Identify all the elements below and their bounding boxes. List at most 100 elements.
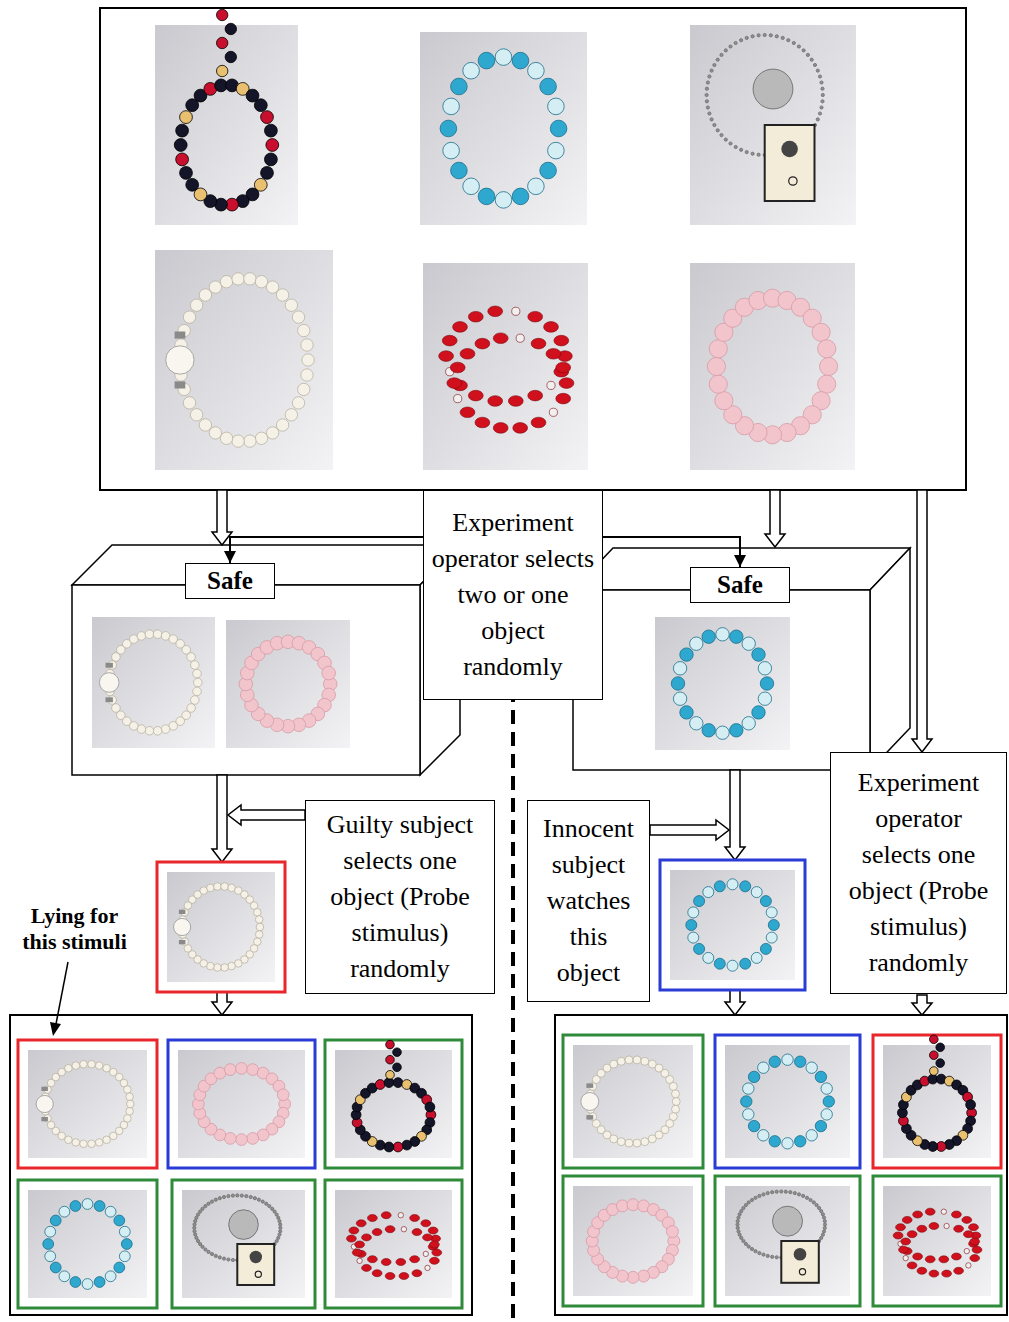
crystal-bead (550, 120, 567, 137)
pearl (228, 962, 236, 970)
chain-link (793, 1192, 796, 1195)
crystal-bead (769, 1136, 780, 1147)
pearl (127, 1100, 135, 1108)
stimulus-frame (660, 860, 805, 990)
spacer (41, 1087, 48, 1091)
chain-link (736, 1226, 739, 1229)
chain-link (797, 45, 800, 48)
chain-link (706, 106, 709, 109)
coral-bead (559, 378, 574, 389)
spacer (175, 381, 186, 388)
crystal-bead (758, 662, 771, 675)
chain-link (265, 1202, 268, 1205)
stimulus-frame (873, 1035, 1001, 1168)
pearl (88, 1140, 96, 1148)
pearl (124, 1086, 132, 1094)
bead (966, 1100, 976, 1110)
bead (265, 153, 278, 166)
coral-bead (972, 1246, 982, 1253)
crystal-bead (760, 943, 771, 954)
chain-link (278, 1220, 281, 1223)
coral-bead (902, 1216, 912, 1223)
coral-bead (512, 307, 520, 315)
chain-link (806, 53, 809, 56)
chain-link (207, 1250, 210, 1253)
coral-bead (447, 378, 462, 389)
photo-background (182, 1190, 305, 1298)
coral-bead (423, 1251, 428, 1256)
coral-bead (907, 1262, 917, 1269)
pearl (301, 369, 313, 381)
chain-link (821, 87, 824, 90)
coral-bead (929, 1223, 939, 1230)
pearl (672, 1090, 680, 1098)
pearl (145, 630, 154, 639)
coral-bead (493, 423, 508, 434)
crystal-bead (540, 78, 557, 95)
coral-bead (901, 1238, 911, 1245)
bead (174, 139, 187, 152)
coral-bead (381, 1212, 391, 1219)
coral-bead (954, 1267, 964, 1274)
chain-link (279, 1223, 282, 1226)
jewelry-photo (226, 620, 350, 748)
safe-side (870, 548, 910, 770)
coral-bead (528, 390, 543, 401)
coral-bead (925, 1208, 935, 1215)
stimulus-frame (172, 1180, 315, 1308)
chain-link (823, 1226, 826, 1229)
photo-background (690, 263, 855, 470)
bead (217, 9, 228, 20)
spacer (586, 1115, 593, 1120)
pearl (617, 1057, 625, 1065)
stimulus-frame (157, 862, 285, 992)
pearl (137, 632, 146, 641)
photo-background (725, 1045, 850, 1158)
coral-bead (546, 349, 561, 360)
pendant-disc (773, 1206, 803, 1236)
chain-link (792, 41, 795, 44)
process-box: Guilty subject selects one object (Probe… (305, 800, 495, 994)
pearl (112, 704, 121, 713)
pendant-swirl (781, 141, 798, 158)
pearl (633, 1056, 641, 1064)
crystal-bead (94, 1201, 105, 1212)
coral-bead (493, 333, 508, 344)
bead (393, 1142, 403, 1152)
photo-background (670, 870, 795, 980)
chain-link (708, 112, 711, 115)
bead (225, 23, 236, 34)
crystal-bead (702, 724, 715, 737)
coral-bead (349, 1227, 359, 1234)
crystal-bead (752, 648, 765, 661)
coral-bead (544, 322, 559, 333)
pearl (95, 1062, 103, 1070)
chain-link (279, 1230, 282, 1233)
crystal-bead (119, 1251, 130, 1262)
pearl (232, 273, 244, 285)
quartz-bead (277, 1089, 289, 1101)
spacer (175, 332, 186, 339)
chain-link (771, 1191, 774, 1194)
coral-bead (513, 423, 528, 434)
coral-bead (954, 1225, 964, 1232)
pendant-swirl (250, 1251, 262, 1263)
big-pearl (36, 1095, 53, 1112)
pearl (209, 281, 221, 293)
coral-bead (970, 1238, 980, 1245)
quartz-bead (224, 1064, 236, 1076)
photo-background (155, 250, 333, 470)
coral-bead (385, 1273, 395, 1280)
crystal-bead (451, 162, 468, 179)
pearl (266, 281, 278, 293)
chain-link (193, 1223, 196, 1226)
chain-link (236, 1194, 239, 1197)
photo-background (420, 32, 587, 225)
crystal-bead (443, 98, 460, 115)
crystal-bead (769, 1056, 780, 1067)
big-pearl (166, 346, 194, 374)
crystal-bead (752, 706, 765, 719)
pearl (207, 884, 215, 892)
crystal-bead (45, 1251, 56, 1262)
